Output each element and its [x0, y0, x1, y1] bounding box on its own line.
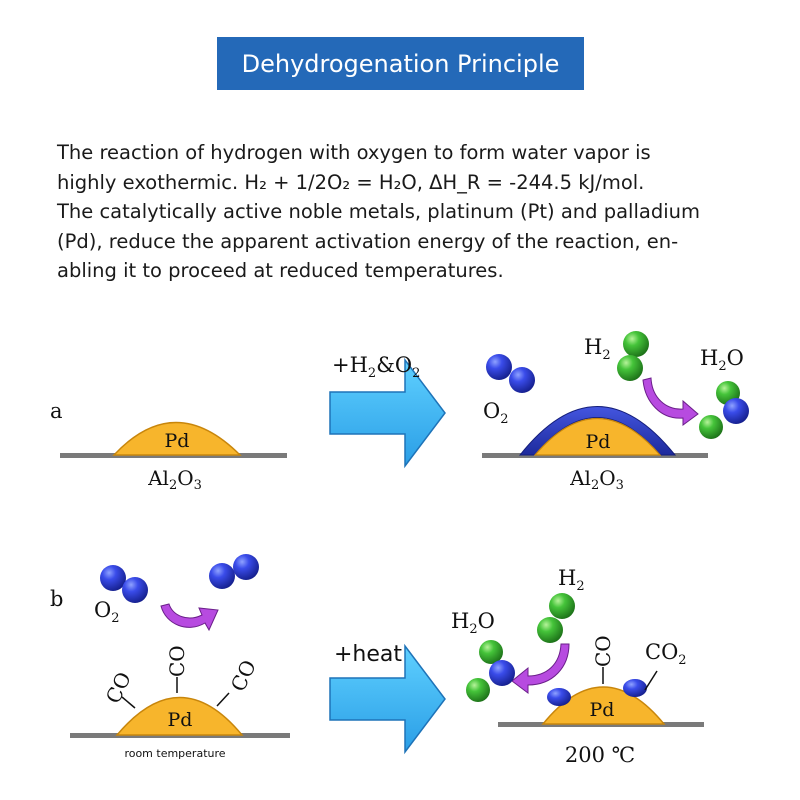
pd-label: Pd — [165, 430, 190, 452]
h2-label: H2 — [558, 566, 585, 594]
o2-label: O2 — [94, 598, 120, 626]
co2-bond — [644, 670, 658, 691]
description-line: The catalytically active noble metals, p… — [57, 200, 700, 223]
reaction-arrow — [329, 357, 446, 469]
panel-b: b Pd room temperature CO CO CO O2 +heat — [50, 554, 704, 767]
description-text: The reaction of hydrogen with oxygen to … — [57, 138, 744, 286]
heat-arrow — [329, 643, 446, 755]
heat-label: +heat — [334, 642, 402, 667]
o2-molecule — [486, 354, 535, 393]
o2-molecule — [100, 565, 148, 603]
co-label: CO — [226, 656, 261, 695]
arrow-label-h2-o2: +H2&O2 — [332, 353, 420, 381]
h2o-molecule — [699, 381, 749, 439]
panel-a: a Pd Al2O3 +H2&O2 Pd Al2O3 O2 H2 H2O — [50, 331, 749, 493]
description-line: abling it to proceed at reduced temperat… — [57, 259, 504, 282]
adsorbed-oxygen — [623, 679, 647, 697]
h2o-label: H2O — [700, 346, 744, 374]
curved-arrow — [160, 603, 219, 632]
support-label: Al2O3 — [147, 466, 202, 493]
pd-label: Pd — [586, 431, 611, 453]
co-label: CO — [591, 635, 615, 667]
description-line: The reaction of hydrogen with oxygen to … — [57, 141, 651, 164]
o2-label: O2 — [483, 399, 509, 427]
pd-label: Pd — [168, 709, 193, 731]
h2o-molecule — [466, 640, 515, 702]
co-bond — [121, 696, 136, 709]
panel-a-label: a — [50, 399, 63, 423]
h2-molecule — [537, 593, 575, 643]
curved-arrow — [642, 377, 699, 426]
room-temperature-label: room temperature — [124, 747, 225, 760]
h2o-label: H2O — [451, 609, 495, 637]
o2-molecule-dissociated — [209, 554, 259, 589]
h2-molecule — [617, 331, 649, 381]
pd-particle — [115, 696, 244, 736]
pd-particle — [533, 417, 662, 456]
oxide-layer — [518, 406, 677, 456]
temperature-label: 200 ℃ — [565, 743, 635, 767]
description-line: (Pd), reduce the apparent activation ene… — [57, 229, 679, 253]
h2-label: H2 — [584, 335, 611, 363]
page-title: Dehydrogenation Principle — [217, 37, 584, 90]
support-label: Al2O3 — [569, 466, 624, 493]
co2-label: CO2 — [645, 640, 687, 668]
adsorbed-oxygen — [547, 688, 571, 706]
co-label: CO — [101, 668, 136, 707]
co-bond — [216, 692, 230, 707]
panel-b-label: b — [50, 587, 63, 611]
co-label: CO — [165, 645, 189, 677]
pd-label: Pd — [590, 699, 615, 721]
pd-particle — [112, 421, 242, 456]
description-line: highly exothermic. H₂ + 1/2O₂ = H₂O, ΔH_… — [57, 170, 645, 194]
curved-arrow — [511, 643, 570, 694]
